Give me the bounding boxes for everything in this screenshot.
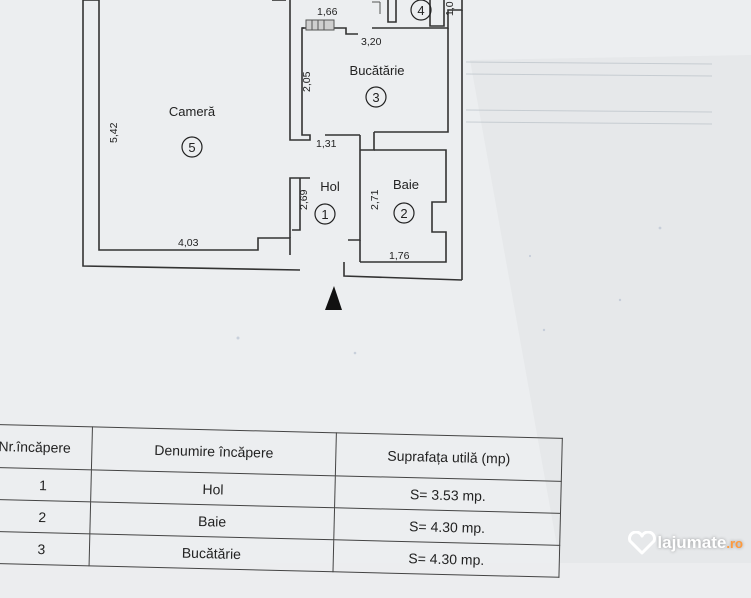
room-name-bucatarie: Bucătărie xyxy=(350,63,405,78)
col-header-nr: Nr.încăpere xyxy=(0,424,93,470)
lajumate-watermark: lajumate.ro xyxy=(627,531,743,555)
col-header-suprafata: Suprafața utilă (mp) xyxy=(335,432,563,482)
dim-1-76: 1,76 xyxy=(389,250,410,262)
dim-5-42: 5,42 xyxy=(108,122,120,143)
dim-4-03: 4,03 xyxy=(178,237,199,249)
dim-2-71: 2,71 xyxy=(369,189,381,210)
entrance-arrow-icon xyxy=(325,286,342,310)
room-area-table: Nr.încăpere Denumire încăpere Suprafața … xyxy=(0,424,566,598)
cell-nr: 1 xyxy=(0,467,92,502)
room-number-3: 3 xyxy=(372,90,379,105)
dim-1-31: 1,31 xyxy=(316,138,337,150)
room-number-5: 5 xyxy=(188,140,195,155)
watermark-brand: lajumate xyxy=(657,533,727,552)
room-number-markers xyxy=(181,0,432,225)
heart-logo-icon xyxy=(628,531,657,555)
room-number-1: 1 xyxy=(321,207,328,222)
dim-1-66: 1,66 xyxy=(317,6,338,18)
watermark-tld: .ro xyxy=(726,535,743,551)
col-header-denumire: Denumire încăpere xyxy=(91,426,337,476)
room-name-baie: Baie xyxy=(393,177,419,192)
dim-3-20: 3,20 xyxy=(361,36,382,48)
dim-2-05: 2,05 xyxy=(301,71,313,92)
room-name-hol: Hol xyxy=(320,179,340,194)
plan-walls xyxy=(82,0,463,281)
room-number-4: 4 xyxy=(417,3,424,18)
cell-nr: 2 xyxy=(0,499,91,534)
cell-area: S= 4.30 mp. xyxy=(332,539,560,578)
dim-1-0: 1,0 xyxy=(444,1,456,16)
room-number-2: 2 xyxy=(400,206,407,221)
cell-nr: 3 xyxy=(0,531,90,566)
dim-2-69: 2,69 xyxy=(298,189,310,210)
room-name-camera: Cameră xyxy=(169,104,216,119)
cell-name: Bucătărie xyxy=(89,533,334,572)
floor-plan: 1 2 3 4 5 Hol Baie Bucătărie Cameră 1,66… xyxy=(82,0,713,355)
